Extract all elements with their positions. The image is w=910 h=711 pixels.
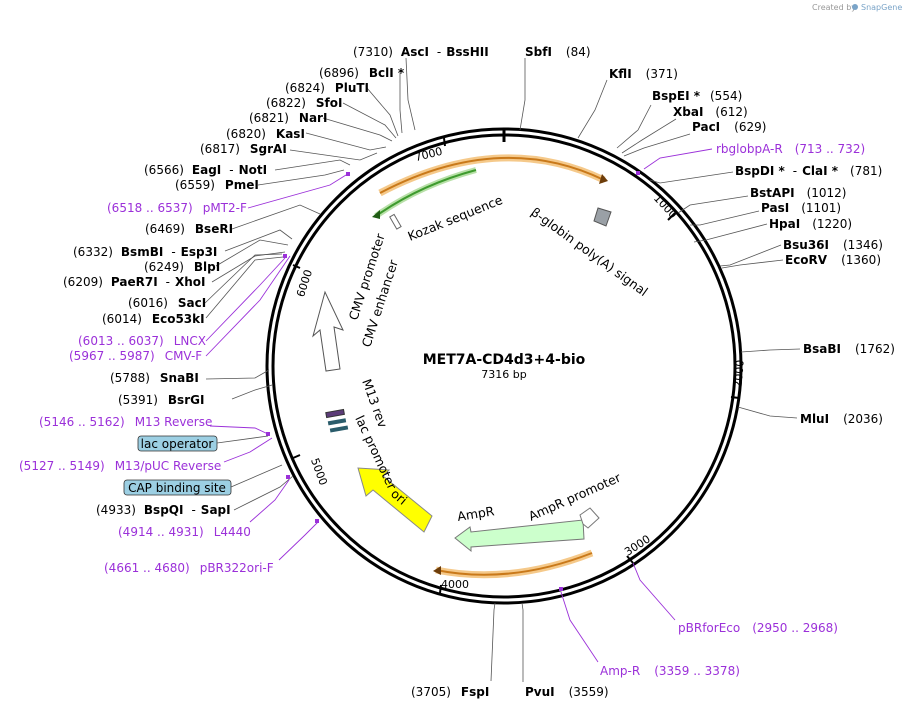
primer-Amp-R: Amp-R(3359 .. 3378) [600, 664, 740, 678]
enzyme-pacI: PacI(629) [692, 120, 766, 134]
enzyme-leaders [204, 57, 801, 682]
kozak-label: Kozak sequence [406, 192, 505, 244]
ampr-promoter-label: AmpR promoter [526, 469, 624, 523]
plasmid-size: 7316 bp [481, 368, 526, 381]
enzyme-narI: (6821)NarI [249, 111, 327, 125]
enzyme-pluTI: (6824)PluTI [285, 81, 369, 95]
enzyme-sfoI: (6822)SfoI [266, 96, 342, 110]
enzyme-eco53kI: (6014)Eco53kI [102, 312, 205, 326]
enzyme-blpI: (6249)BlpI [144, 260, 220, 274]
primer-pBRforEco: pBRforEco(2950 .. 2968) [678, 621, 838, 635]
boxed-features: lac operator CAP binding site [123, 435, 283, 496]
primer-labels: rbglobpA-R(713 .. 732) (6518 .. 6537)pMT… [19, 142, 865, 678]
tick-6000: 6000 [294, 268, 315, 299]
orange-arc-top [379, 156, 605, 194]
enzyme-ascI: (7310)AscI-BssHII [353, 45, 489, 59]
tick-4000: 4000 [441, 578, 469, 591]
plasmid-name: MET7A-CD4d3+4-bio [423, 352, 586, 368]
enzyme-bclI: (6896)BclI * [319, 66, 405, 80]
ori-arrow [357, 467, 433, 533]
primer-pMT2-F: (6518 .. 6537)pMT2-F [107, 201, 247, 215]
cap-box [329, 425, 349, 433]
enzyme-kasI: (6820)KasI [226, 127, 305, 141]
cmv-arrow [312, 290, 344, 372]
orange-arc-top-arrowhead [599, 174, 608, 184]
enzyme-sbfI: SbfI(84) [525, 45, 591, 59]
kozak-marker [389, 213, 402, 230]
enzyme-bspEI: BspEI *(554) [652, 89, 742, 103]
enzyme-xbaI: XbaI(612) [673, 105, 748, 119]
lac-operator-tag [137, 435, 218, 452]
enzyme-sacI: (6016)SacI [128, 296, 206, 310]
primer-pBR322ori-F: (4661 .. 4680)pBR322ori-F [104, 561, 274, 575]
tick-1000: 1000 [651, 192, 680, 221]
enzyme-bstAPI: BstAPI(1012) [750, 186, 846, 200]
ampr-label: AmpR [456, 503, 496, 524]
orange-arc-top-halo [378, 154, 606, 197]
enzyme-labels: (7310)AscI-BssHII SbfI(84) KflI(371) Bsp… [63, 45, 895, 699]
green-arc-arrowhead [372, 210, 380, 219]
orange-arc-bottom [435, 552, 593, 576]
enzyme-pasI: PasI(1101) [761, 201, 841, 215]
tick-2000: 2000 [731, 359, 746, 388]
enzyme-ecoRV: EcoRV(1360) [785, 253, 881, 267]
enzyme-sgrAI: (6817)SgrAI [200, 142, 287, 156]
cap-binding-label: CAP binding site [128, 481, 226, 495]
enzyme-paeR7I: (6209)PaeR7I-XhoI [63, 275, 206, 289]
enzyme-snaBI: (5788)SnaBI [110, 371, 199, 385]
lac-operator-box [327, 418, 347, 426]
primer-marks [266, 171, 640, 591]
enzyme-mluI: MluI(2036) [800, 412, 883, 426]
enzyme-pmeI: (6559)PmeI [175, 178, 259, 192]
enzyme-fspI: (3705)FspI [411, 685, 489, 699]
ampr-promoter-arrow [579, 507, 600, 529]
orange-arc-bottom-halo [435, 549, 594, 579]
primer-M13-pUC-Reverse: (5127 .. 5149)M13/pUC Reverse [19, 459, 221, 473]
lac-operator-label: lac operator [141, 437, 214, 451]
enzyme-bsmBI: (6332)BsmBI-Esp3I [73, 245, 217, 259]
primer-CMV-F: (5967 .. 5987)CMV-F [69, 349, 202, 363]
primer-L4440: (4914 .. 4931)L4440 [118, 525, 251, 539]
primer-LNCX: (6013 .. 6037)LNCX [78, 334, 206, 348]
orange-arc-bottom-arrowhead [433, 566, 441, 575]
enzyme-bsrGI: (5391)BsrGI [118, 393, 204, 407]
green-arc [375, 169, 477, 217]
enzyme-kflI: KflI(371) [609, 67, 678, 81]
globin-polya-marker [593, 207, 612, 227]
enzyme-eagI: (6566)EagI-NotI [144, 163, 267, 177]
cap-binding-tag [123, 479, 232, 496]
primer-leaders [205, 148, 713, 663]
enzyme-bsaBI: BsaBI(1762) [803, 342, 895, 356]
enzyme-hpaI: HpaI(1220) [769, 217, 852, 231]
tick-7000: 7000 [413, 145, 443, 164]
enzyme-bseRI: (6469)BseRI [145, 222, 233, 236]
tick-5000: 5000 [308, 456, 330, 487]
ampr-arrow [454, 519, 585, 553]
globin-label: β-globin poly(A) signal [528, 204, 651, 299]
credit-prefix: Created by [812, 3, 856, 12]
snapgene-brand: SnapGene [861, 3, 902, 12]
m13-rev-box [325, 408, 345, 419]
enzyme-pvuI: PvuI(3559) [525, 685, 609, 699]
snapgene-logo-icon [852, 4, 858, 10]
primer-rbglobpA-R: rbglobpA-R(713 .. 732) [716, 142, 865, 156]
enzyme-bsu36I: Bsu36I(1346) [783, 238, 883, 252]
primer-M13-Reverse: (5146 .. 5162)M13 Reverse [39, 415, 212, 429]
enzyme-bspDI: BspDI *-ClaI *(781) [735, 164, 882, 178]
enzyme-bspQI: (4933)BspQI-SapI [96, 503, 231, 517]
